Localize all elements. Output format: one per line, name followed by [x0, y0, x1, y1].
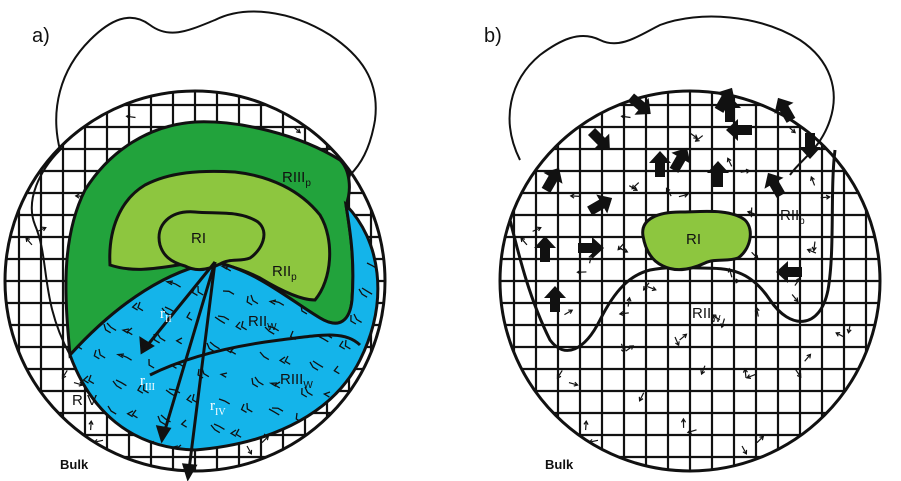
- label-rii-p-b: RIIp: [780, 207, 805, 227]
- panel-b-label: b): [484, 25, 502, 47]
- label-ri-b: RI: [686, 231, 701, 248]
- panel-a-label: a): [32, 25, 50, 47]
- label-bulk-a: Bulk: [60, 457, 89, 472]
- label-bulk-b: Bulk: [545, 457, 574, 472]
- panel-a: a) RI RIIp RIIIp RIIW: [0, 12, 395, 481]
- label-rii-w-b: RIIW: [692, 305, 721, 325]
- label-riv-a: RIV: [72, 392, 97, 409]
- panel-b: b) RI RIIp RIIW Bulk: [484, 17, 890, 481]
- label-ri-a: RI: [191, 230, 206, 247]
